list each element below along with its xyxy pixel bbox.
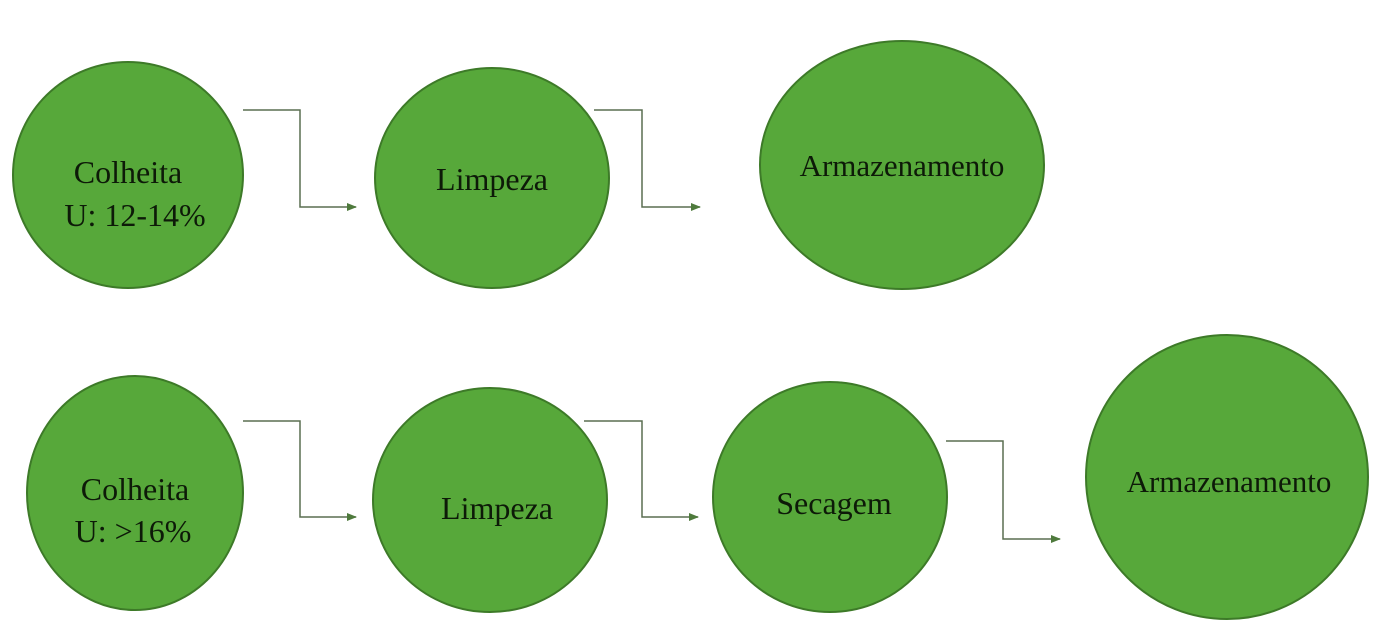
node-label: Armazenamento [1127,464,1332,499]
node-circle [374,67,610,289]
node-label-line2: U: >16% [75,513,192,549]
node-circle [712,381,948,613]
node-label: Limpeza [441,490,553,526]
node-limpeza-low: Limpeza [374,67,610,289]
node-circle [372,387,608,613]
node-label: Armazenamento [800,148,1005,183]
connector-arrow [946,440,1061,543]
node-circle [12,61,244,289]
node-armazenamento-high: Armazenamento [1085,334,1369,620]
node-circle [759,40,1045,290]
node-colheita-low: Colheita U: 12-14% [12,61,244,289]
node-label: Secagem [776,485,892,521]
node-limpeza-high: Limpeza [372,387,608,613]
node-armazenamento-low: Armazenamento [759,40,1045,290]
node-circle [26,375,244,611]
node-colheita-high: Colheita U: >16% [26,375,244,611]
node-secagem: Secagem [712,381,948,613]
row-low-moisture: Colheita U: 12-14% Limpeza Armazenamento [12,40,1045,290]
node-label-line1: Colheita [74,154,182,190]
row-high-moisture: Colheita U: >16% Limpeza Secagem Armazen… [26,334,1369,620]
node-label: Limpeza [436,161,548,197]
node-label-line1: Colheita [81,471,189,507]
connector-arrow [243,420,357,521]
node-label-line2: U: 12-14% [64,197,205,233]
connector-arrow [584,420,699,521]
connector-arrow [594,109,701,211]
node-circle [1085,334,1369,620]
connector-arrow [243,109,357,211]
